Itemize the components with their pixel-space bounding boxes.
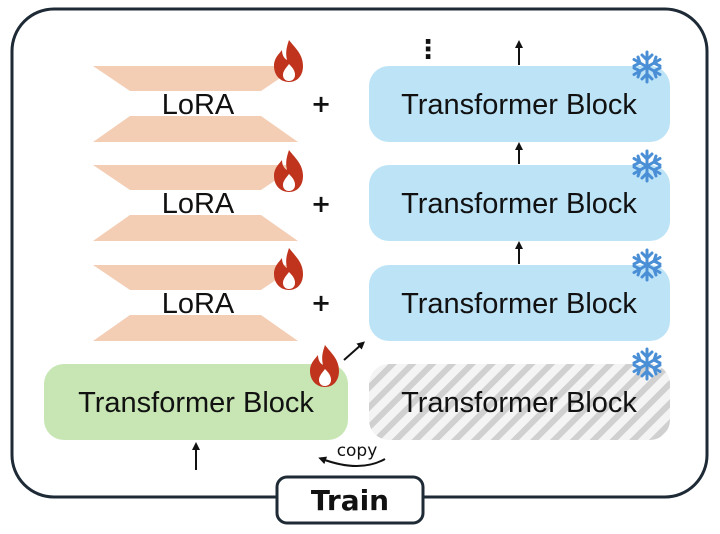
plus-sign: + (311, 190, 331, 218)
transformer-block-label: Transformer Block (401, 387, 637, 419)
train-label: Train (311, 484, 389, 517)
lora-module-middle: LoRA (93, 150, 303, 241)
lora-module-top: LoRA (93, 40, 303, 142)
lora-label: LoRA (162, 188, 235, 220)
lora-module-bottom: LoRA (93, 248, 303, 341)
copy-label: copy (337, 441, 378, 461)
transformer-block-label: Transformer Block (401, 188, 637, 220)
plus-sign: + (311, 90, 331, 118)
train-box: Train (275, 475, 425, 525)
frozen-transformer-block-bottom: Transformer Block (369, 248, 670, 341)
transformer-block-label: Transformer Block (401, 89, 637, 121)
frozen-transformer-block-hatched: Transformer Block (369, 347, 670, 440)
plus-sign: + (311, 289, 331, 317)
transformer-block-label: Transformer Block (401, 288, 637, 320)
lora-label: LoRA (162, 288, 235, 320)
trainable-transformer-block: Transformer Block (44, 345, 348, 440)
frozen-transformer-block-top: Transformer Block (369, 50, 670, 142)
lora-label: LoRA (162, 89, 235, 121)
ellipsis: ⋮ (415, 35, 441, 65)
transformer-block-label: Transformer Block (78, 387, 314, 419)
arrow-diagonal (343, 341, 365, 361)
frozen-transformer-block-middle: Transformer Block (369, 149, 670, 241)
copy-arrow (318, 456, 386, 467)
